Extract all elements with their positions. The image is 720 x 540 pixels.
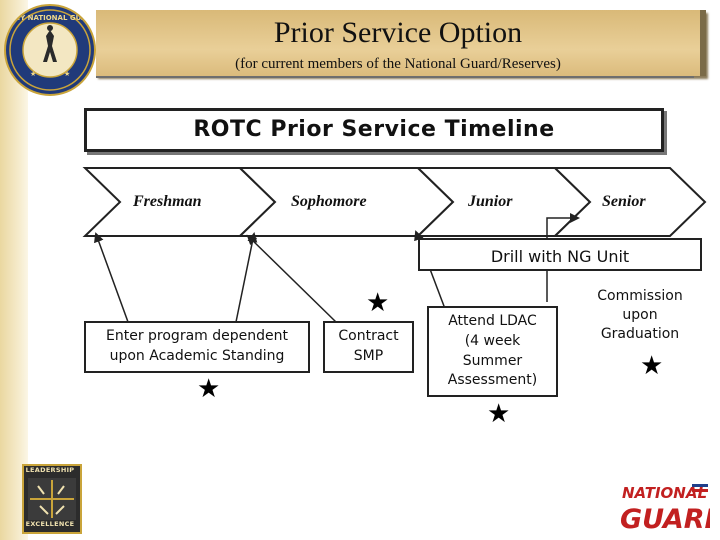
star-icon: ★ (197, 374, 221, 404)
connector-drill (546, 213, 580, 302)
phase-junior: Junior (468, 193, 513, 210)
timeline-title: ROTC Prior Service Timeline (84, 108, 664, 152)
rotc-emblem (22, 464, 82, 534)
svg-text:NATIONAL: NATIONAL (622, 484, 707, 502)
national-guard-logo: NATIONAL GUARD (616, 476, 720, 535)
phase-senior: Senior (602, 193, 646, 210)
rotc-leadership-label: LEADERSHIP (25, 466, 75, 474)
drill-with-ng-unit-box: Drill with NG Unit (418, 238, 702, 271)
chevron-senior (552, 167, 707, 237)
phase-sophomore: Sophomore (291, 193, 367, 210)
left-decorative-bar (0, 0, 28, 540)
svg-text:ARMY NATIONAL GUARD: ARMY NATIONAL GUARD (6, 14, 94, 22)
svg-text:★: ★ (64, 70, 70, 78)
page-title: Prior Service Option (273, 16, 523, 49)
svg-text:GUARD: GUARD (620, 504, 710, 534)
enter-program-box: Enter program dependent upon Academic St… (84, 321, 310, 373)
contract-smp-box: Contract SMP (323, 321, 414, 373)
connector-contract (246, 234, 337, 323)
star-icon: ★ (640, 351, 664, 381)
header-banner (96, 10, 706, 76)
connector-enter-2 (235, 232, 258, 323)
svg-text:★: ★ (30, 70, 36, 78)
star-icon: ★ (487, 399, 511, 429)
header-underline (96, 76, 694, 78)
phase-freshman: Freshman (133, 193, 202, 210)
page-subtitle: (for current members of the National Gua… (235, 56, 561, 72)
army-national-guard-seal: ARMY NATIONAL GUARD ★ ★ (4, 4, 96, 96)
ldac-box: Attend LDAC (4 week Summer Assessment) (427, 306, 558, 397)
commission-label: Commission upon Graduation (597, 288, 683, 342)
star-icon: ★ (366, 288, 390, 318)
connector-enter-1 (94, 232, 129, 323)
rotc-excellence-label: EXCELLENCE (25, 520, 75, 528)
